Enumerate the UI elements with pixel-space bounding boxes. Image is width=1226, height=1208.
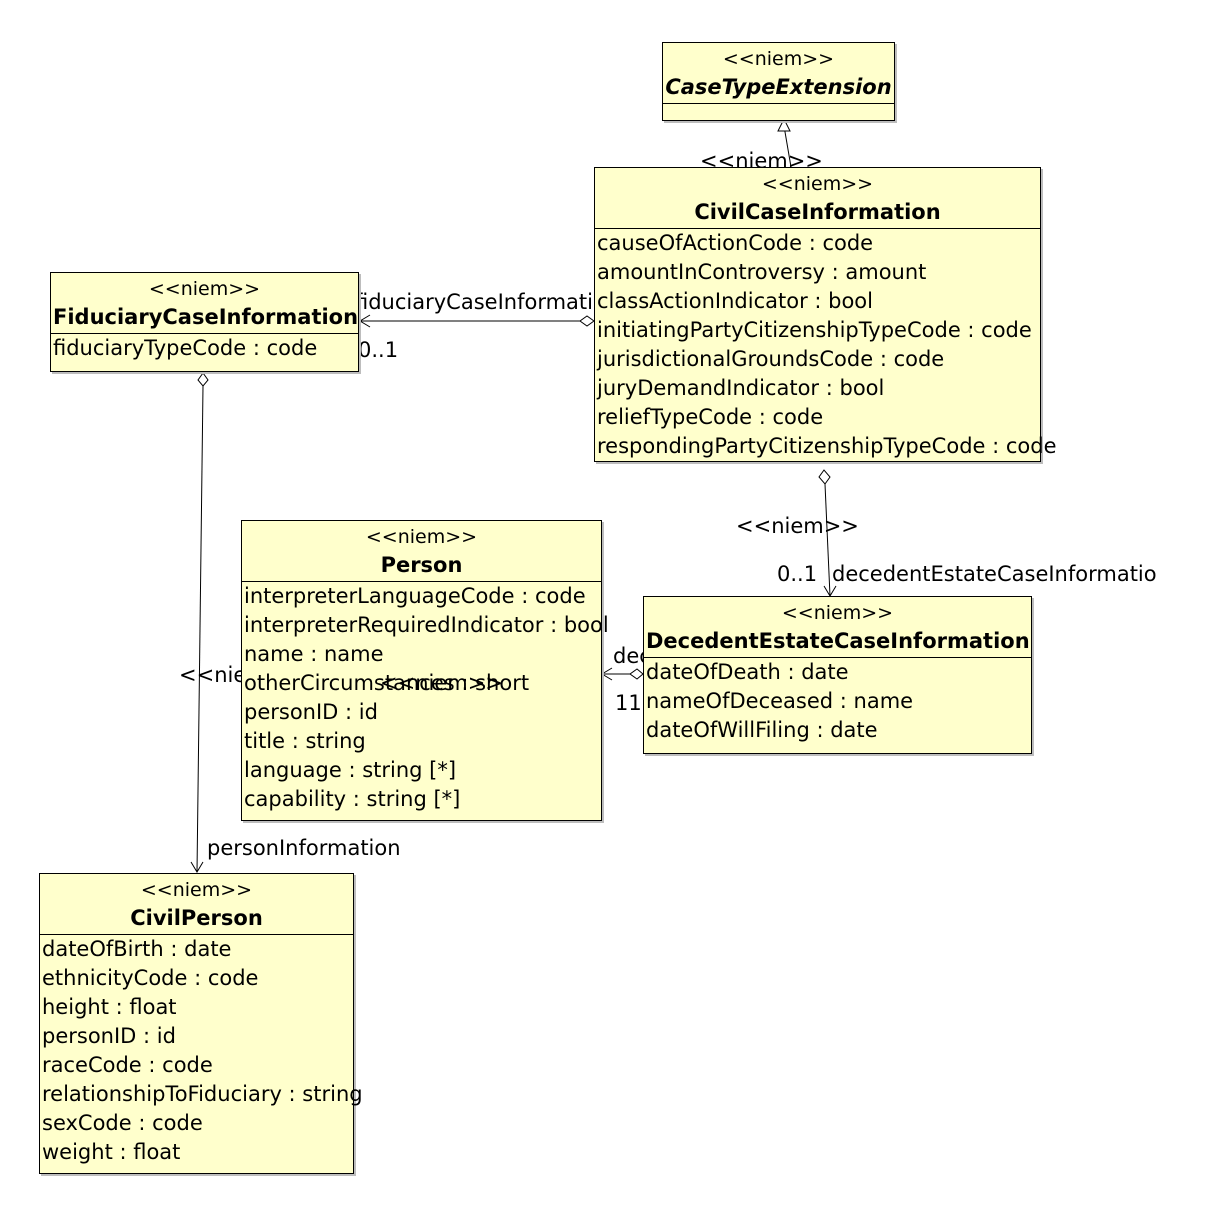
- class-civil-case-information[interactable]: <<niem>> CivilCaseInformation causeOfAct…: [594, 167, 1057, 462]
- attribute: juryDemandIndicator : bool: [597, 376, 885, 400]
- attribute: ethnicityCode : code: [42, 966, 259, 990]
- person-information-role-label: personInformation: [207, 836, 401, 860]
- attribute: initiatingPartyCitizenshipTypeCode : cod…: [597, 318, 1032, 342]
- attribute: raceCode : code: [42, 1053, 213, 1077]
- class-header: <<niem>> CivilPerson: [40, 874, 353, 935]
- class-attributes: dateOfBirth : date ethnicityCode : code …: [40, 935, 363, 1173]
- class-name: CivilCaseInformation: [694, 200, 941, 224]
- class-header: <<niem>> Person: [242, 521, 601, 582]
- class-case-type-extension[interactable]: <<niem>> CaseTypeExtension: [662, 42, 895, 121]
- attribute: causeOfActionCode : code: [597, 231, 874, 255]
- generalization-line[interactable]: [783, 125, 792, 168]
- attribute: dateOfDeath : date: [646, 660, 849, 684]
- class-header: <<niem>> FiduciaryCaseInformation: [51, 273, 358, 334]
- attribute: title : string: [244, 729, 366, 753]
- navigation-arrowhead: [190, 861, 204, 873]
- aggregation-diamond: [818, 469, 831, 485]
- attribute: respondingPartyCitizenshipTypeCode : cod…: [597, 434, 1057, 458]
- class-header: <<niem>> CaseTypeExtension: [663, 43, 894, 104]
- class-name: FiduciaryCaseInformation: [53, 305, 359, 329]
- decedent-stereotype-label: <<niem>>: [380, 671, 503, 695]
- attribute: classActionIndicator : bool: [597, 289, 873, 313]
- aggregation-diamond: [197, 372, 209, 387]
- class-name: CaseTypeExtension: [665, 75, 892, 99]
- class-name: Person: [380, 553, 463, 577]
- decedent-estate-multiplicity-label: 0..1: [777, 562, 818, 586]
- decedent-estate-association-line[interactable]: [824, 483, 831, 597]
- attribute: interpreterRequiredIndicator : bool: [244, 613, 609, 637]
- attribute: name : name: [244, 642, 384, 666]
- attribute: personID : id: [42, 1024, 176, 1048]
- generalization-arrowhead: [777, 117, 791, 132]
- attribute: nameOfDeceased : name: [646, 689, 914, 713]
- attribute: interpreterLanguageCode : code: [244, 584, 586, 608]
- fiduciary-multiplicity-label: 0..1: [358, 338, 399, 362]
- class-header: <<niem>> DecedentEstateCaseInformation: [644, 597, 1031, 658]
- class-attributes: causeOfActionCode : code amountInControv…: [595, 229, 1057, 461]
- fiduciary-role-label: fiduciaryCaseInformation: [355, 290, 620, 314]
- decedent-estate-role-label: decedentEstateCaseInformatio: [832, 562, 1157, 586]
- class-civil-person[interactable]: <<niem>> CivilPerson dateOfBirth : date …: [39, 873, 363, 1174]
- attribute: reliefTypeCode : code: [597, 405, 824, 429]
- attribute: jurisdictionalGroundsCode : code: [597, 347, 945, 371]
- class-name: CivilPerson: [130, 906, 263, 930]
- attribute: otherCircumstances : short: [244, 671, 530, 695]
- class-stereotype: <<niem>>: [722, 48, 835, 70]
- class-stereotype: <<niem>>: [148, 278, 261, 300]
- class-attributes: fiduciaryTypeCode : code: [51, 334, 358, 371]
- class-name: DecedentEstateCaseInformation: [646, 629, 1030, 653]
- attribute: weight : float: [42, 1140, 181, 1164]
- class-decedent-estate-case-information[interactable]: <<niem>> DecedentEstateCaseInformation d…: [643, 596, 1032, 754]
- decedent-estate-stereotype-label: <<niem>>: [736, 514, 859, 538]
- attribute: relationshipToFiduciary : string: [42, 1082, 363, 1106]
- navigation-arrowhead: [359, 314, 371, 328]
- attribute: amountInControversy : amount: [597, 260, 927, 284]
- person-information-association-line[interactable]: [196, 385, 204, 873]
- navigation-arrowhead: [601, 667, 613, 681]
- aggregation-diamond: [579, 315, 595, 327]
- attribute: dateOfBirth : date: [42, 937, 232, 961]
- class-stereotype: <<niem>>: [365, 526, 478, 548]
- aggregation-diamond: [629, 668, 644, 680]
- attribute: height : float: [42, 995, 177, 1019]
- class-stereotype: <<niem>>: [781, 602, 894, 624]
- attribute: language : string [*]: [244, 758, 457, 782]
- attribute: personID : id: [244, 700, 378, 724]
- attribute: capability : string [*]: [244, 787, 461, 811]
- attribute: dateOfWillFiling : date: [646, 718, 878, 742]
- class-person[interactable]: <<niem>> Person interpreterLanguageCode …: [241, 520, 609, 821]
- attribute: fiduciaryTypeCode : code: [53, 336, 318, 360]
- class-stereotype: <<niem>>: [761, 173, 874, 195]
- class-stereotype: <<niem>>: [140, 879, 253, 901]
- class-fiduciary-case-information[interactable]: <<niem>> FiduciaryCaseInformation fiduci…: [50, 272, 359, 372]
- class-attributes: dateOfDeath : date nameOfDeceased : name…: [644, 658, 1031, 753]
- class-attributes: [663, 104, 894, 120]
- decedent-multiplicity-label: 11: [615, 691, 642, 715]
- class-header: <<niem>> CivilCaseInformation: [595, 168, 1040, 229]
- attribute: sexCode : code: [42, 1111, 203, 1135]
- class-attributes: interpreterLanguageCode : code interpret…: [242, 582, 609, 820]
